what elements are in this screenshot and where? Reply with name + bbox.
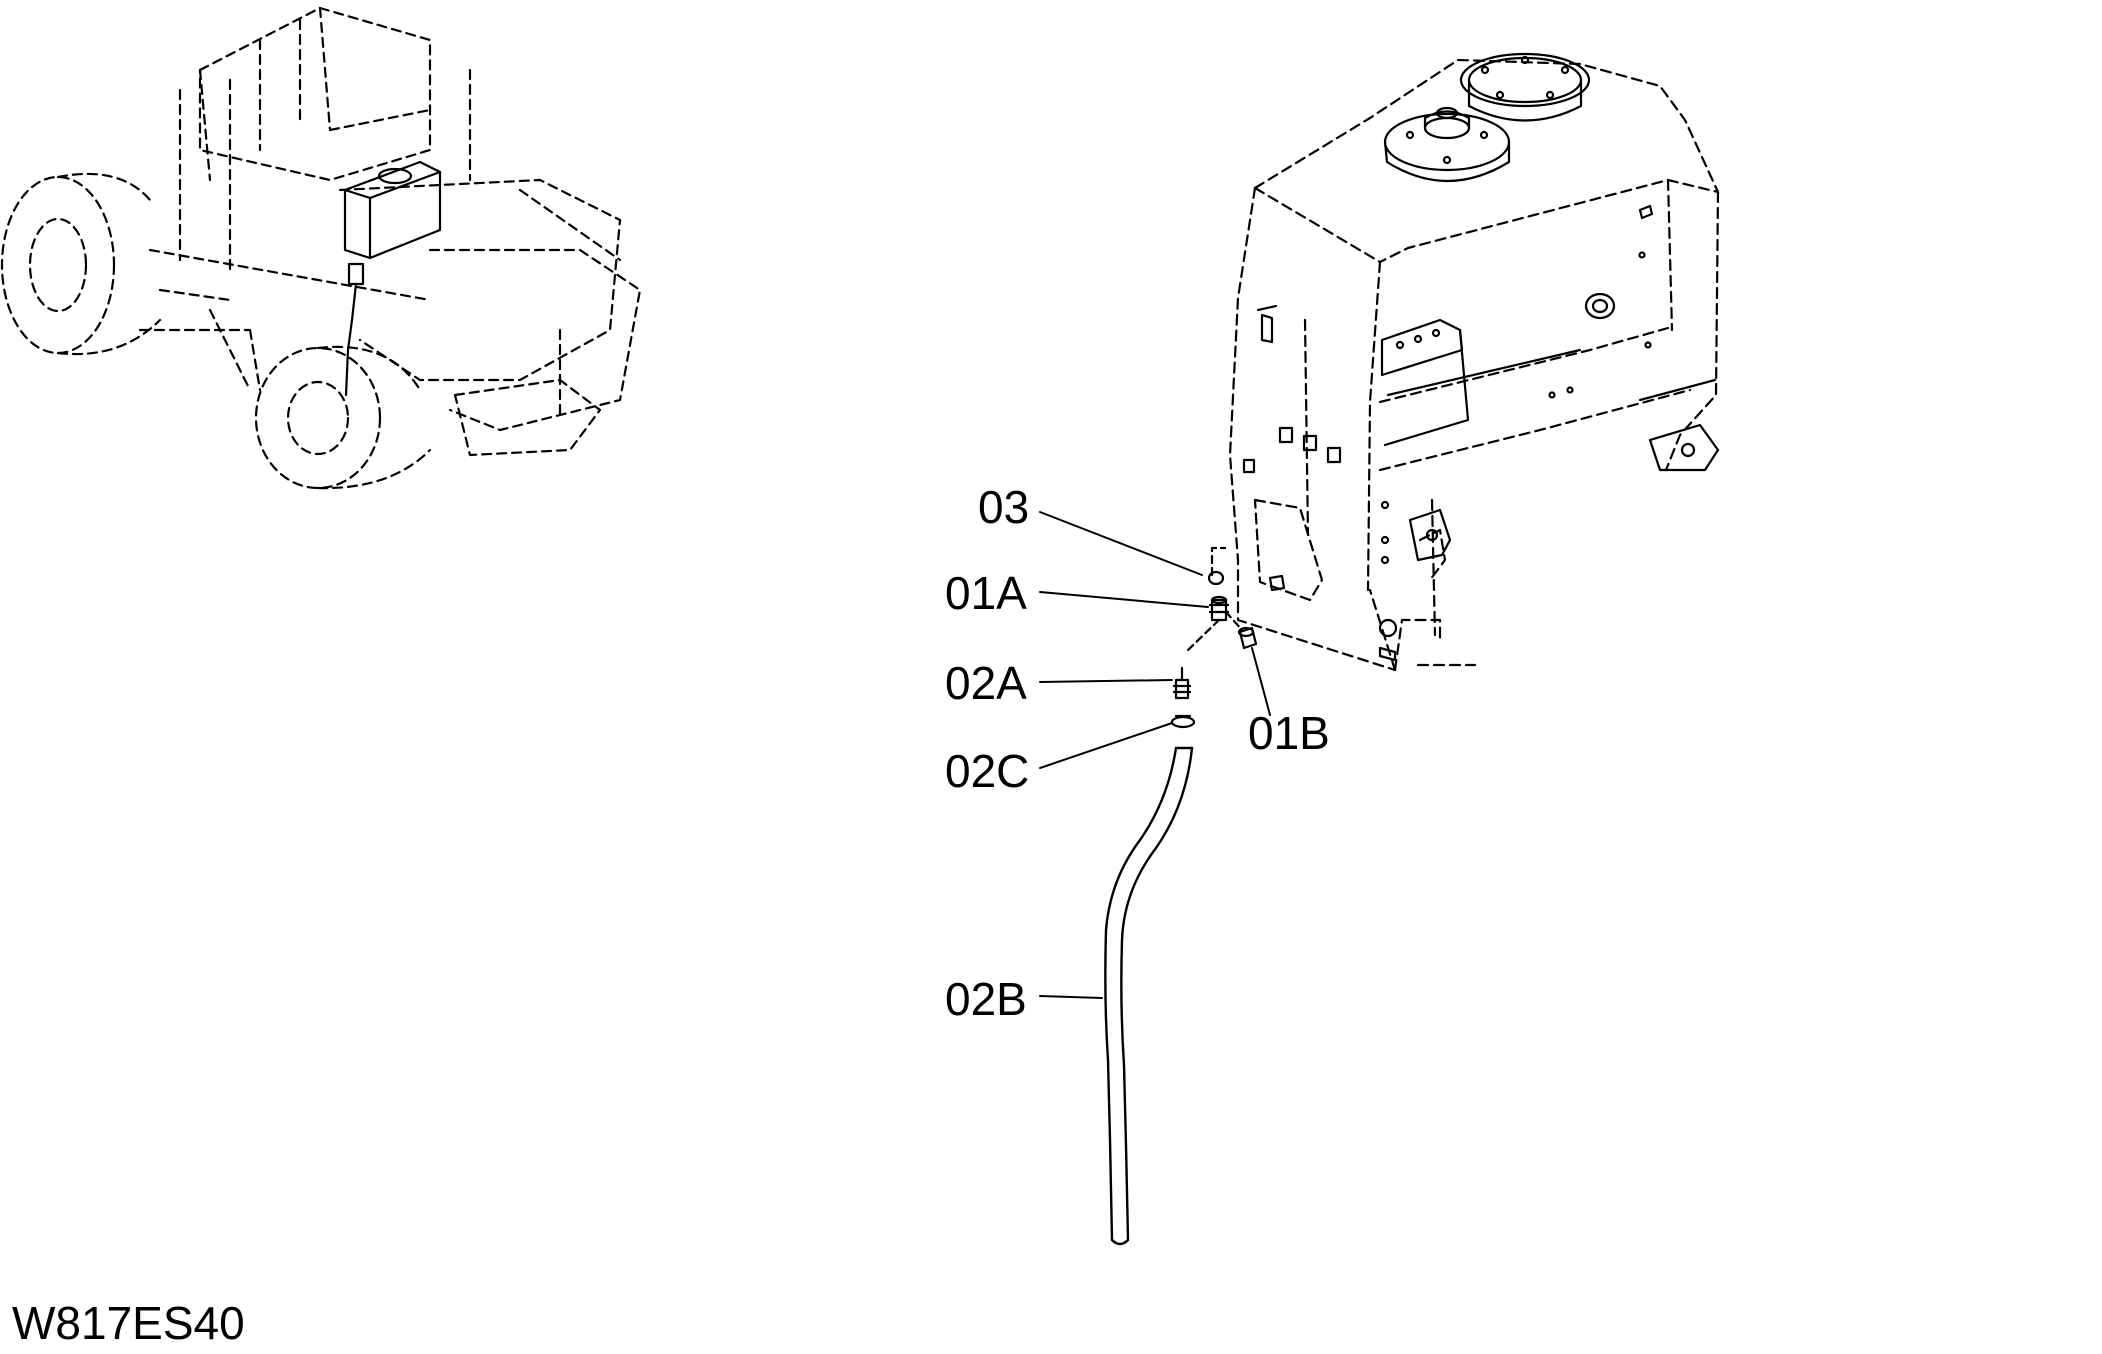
callout-02B: 02B: [945, 973, 1027, 1025]
leader-01A: [1039, 591, 1209, 608]
leader-lines: [1039, 511, 1271, 999]
leader-03: [1039, 511, 1203, 576]
leader-02C: [1039, 722, 1173, 769]
drawing-code: W817ES40: [12, 1297, 245, 1349]
hose-02B: [1104, 746, 1194, 1246]
callout-02A: 02A: [945, 657, 1027, 709]
leader-02A: [1039, 679, 1173, 683]
callout-01B: 01B: [1248, 707, 1330, 759]
hose-fitting-02A: [1172, 666, 1192, 700]
assembly-guide-lines: [1186, 546, 1244, 652]
plug-01B: [1237, 626, 1258, 650]
leader-01B: [1251, 647, 1271, 716]
leader-02B: [1039, 995, 1103, 999]
machine-overview-drawing: [0, 6, 642, 490]
hose-clamp-02C: [1170, 714, 1196, 729]
callout-01A: 01A: [945, 567, 1027, 619]
callout-02C: 02C: [945, 745, 1030, 797]
washer-03: [1207, 570, 1225, 586]
fitting-01A: [1208, 595, 1230, 622]
tank-highlight-overview: [343, 160, 442, 397]
callout-03: 03: [978, 481, 1030, 533]
fuel-tank: [1228, 52, 1720, 672]
